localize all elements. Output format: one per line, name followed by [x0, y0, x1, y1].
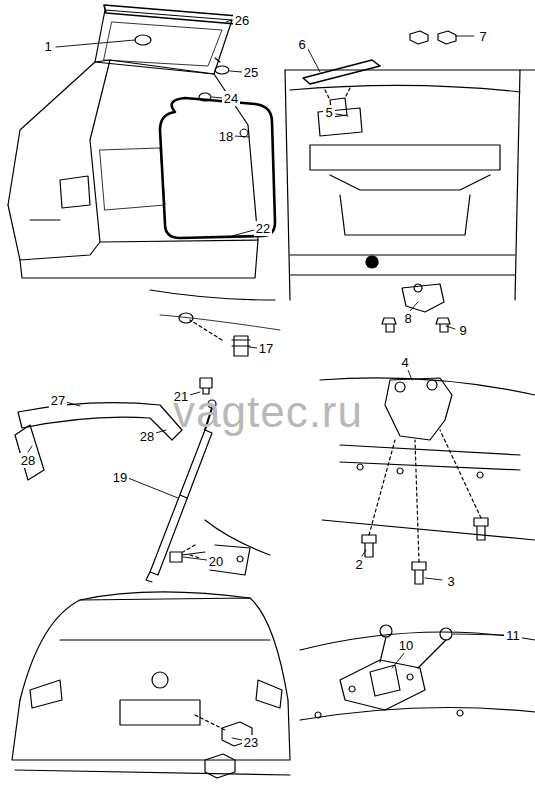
watermark: vagtec.ru [171, 389, 365, 435]
callout-number: 7 [477, 29, 488, 44]
leader-lines [28, 20, 504, 740]
callout-number: 20 [207, 554, 225, 569]
callout-number: 28 [19, 453, 37, 468]
car-rear-open [8, 5, 275, 278]
callout-number: 24 [222, 91, 240, 106]
callout-number: 22 [254, 221, 272, 236]
tailgate-panel [285, 31, 535, 332]
callout-number: 2 [353, 557, 364, 572]
callout-number: 11 [504, 628, 522, 643]
spoiler [15, 403, 182, 480]
callout-number: 26 [233, 13, 251, 28]
callout-number: 28 [138, 429, 156, 444]
callout-number: 23 [242, 735, 260, 750]
callout-number: 4 [399, 355, 410, 370]
callout-number: 17 [257, 341, 275, 356]
car-rear-closed [12, 592, 290, 778]
callout-number: 25 [242, 65, 260, 80]
callout-number: 3 [445, 574, 456, 589]
gas-strut [146, 290, 280, 582]
lock-panel [300, 625, 535, 720]
callout-number: 6 [296, 37, 307, 52]
callout-number: 8 [402, 311, 413, 326]
callout-number: 19 [111, 470, 129, 485]
callout-number: 1 [42, 39, 53, 54]
callout-number: 27 [49, 393, 67, 408]
callout-number: 10 [397, 638, 415, 653]
callout-number: 18 [217, 129, 235, 144]
callout-number: 5 [323, 105, 334, 120]
callout-number: 9 [457, 323, 468, 338]
